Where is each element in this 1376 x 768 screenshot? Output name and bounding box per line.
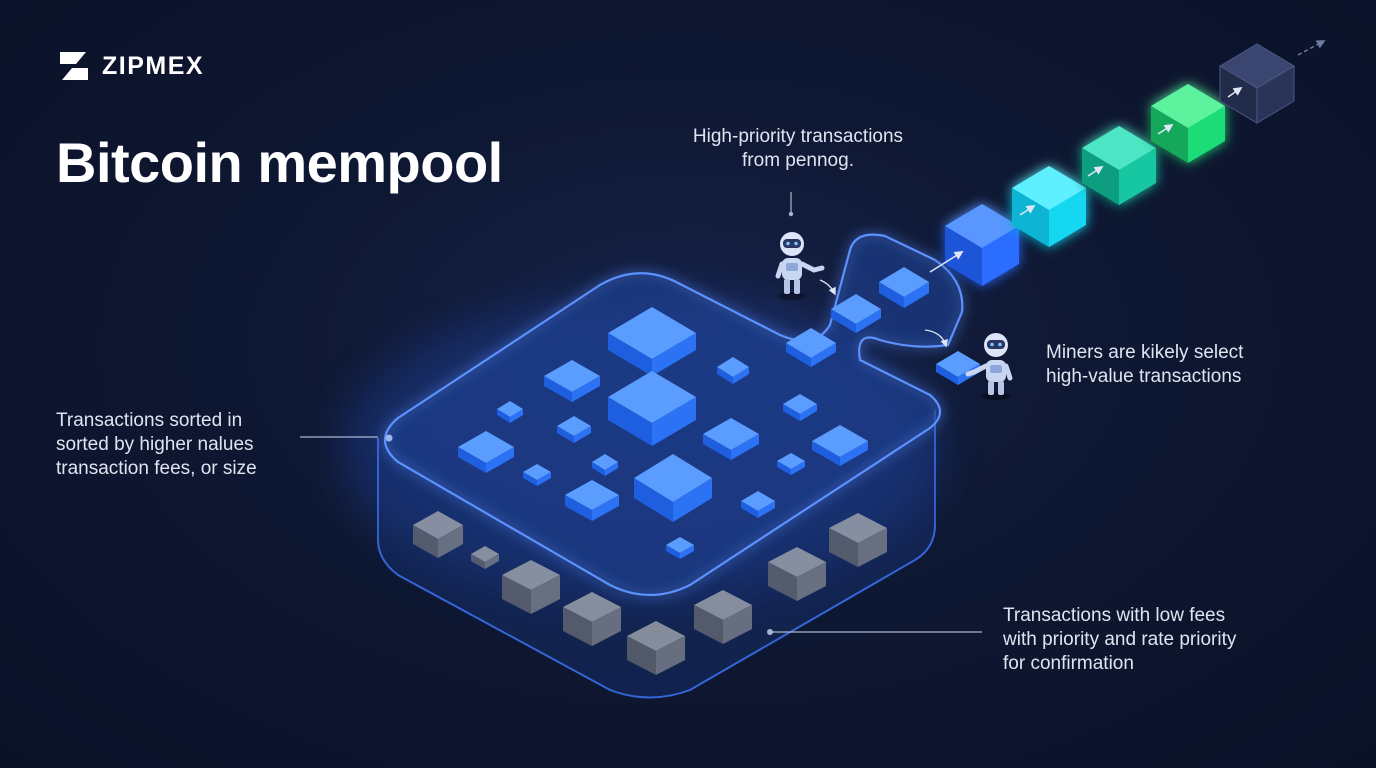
tx-cube-low-fee	[694, 590, 752, 644]
tx-cube	[592, 454, 618, 476]
arrow-icon	[1227, 86, 1243, 98]
tx-cube	[557, 416, 591, 443]
tx-cube	[786, 328, 836, 367]
block-pending	[1219, 43, 1295, 124]
callout-low-fees: Transactions with low fees with priority…	[1003, 604, 1236, 676]
callout-line: from pennog.	[742, 150, 854, 171]
tx-cube	[523, 464, 551, 486]
tx-cube	[634, 454, 712, 522]
tx-cube	[703, 418, 759, 460]
miner-robot-icon	[965, 333, 1013, 400]
zipmex-logo-icon	[60, 52, 88, 80]
mempool-container-side	[378, 410, 935, 698]
callout-high-priority: High-priority transactions from pennog.	[648, 125, 948, 173]
tx-cube-low-fee	[502, 560, 560, 614]
tx-cube-low-fee	[768, 547, 826, 601]
callout-line: High-priority transactions	[692, 126, 904, 147]
tx-cube	[565, 480, 619, 521]
callout-sorted: Transactions sorted in sorted by higher …	[56, 409, 257, 481]
arrow-icon	[1019, 205, 1036, 216]
arrow-icon	[929, 251, 964, 273]
low-fee-transactions	[413, 511, 887, 675]
tx-cube	[717, 357, 749, 384]
brand-logo[interactable]: ZIPMEX	[56, 48, 204, 84]
tx-cube-low-fee	[563, 592, 621, 646]
blockchain	[929, 40, 1326, 286]
tx-cube	[879, 267, 929, 308]
brand-name: ZIPMEX	[102, 51, 205, 80]
high-fee-transactions	[458, 267, 980, 559]
tx-cube	[608, 307, 696, 376]
callout-line: with priority and rate priority	[1003, 629, 1237, 650]
block-confirmed	[1012, 166, 1086, 247]
page-title: Bitcoin mempool	[56, 131, 503, 194]
callout-miners: Miners are kikely select high-value tran…	[1046, 341, 1243, 389]
callout-line: Transactions sorted in	[56, 410, 243, 431]
tx-cube-low-fee	[471, 546, 499, 569]
tx-cube	[741, 491, 775, 518]
miner-robot-icon	[775, 232, 825, 300]
block-confirmed	[1151, 84, 1225, 163]
mempool-container-bottom-edge	[377, 524, 936, 699]
tx-cube	[608, 371, 696, 446]
tx-cube-low-fee	[829, 513, 887, 567]
arrow-icon	[1087, 166, 1104, 177]
tx-cube	[831, 294, 881, 333]
arrow-icon	[1157, 124, 1174, 135]
block-confirmed	[945, 204, 1019, 286]
block-confirmed	[1082, 126, 1156, 205]
tx-cube	[497, 401, 523, 423]
tx-cube	[544, 360, 600, 402]
tx-cube-low-fee	[413, 511, 463, 558]
tx-cube	[936, 351, 980, 385]
callout-line: sorted by higher nalues	[56, 434, 254, 455]
callout-line: transaction fees, or size	[56, 458, 257, 479]
callout-line: high-value transactions	[1046, 366, 1242, 387]
callout-line: for confirmation	[1003, 653, 1134, 674]
tx-cube	[666, 537, 694, 559]
tx-cube	[458, 431, 514, 473]
tx-cube	[812, 425, 868, 466]
tx-cube	[777, 453, 805, 475]
tx-cube	[783, 394, 817, 421]
callout-line: Miners are kikely select	[1046, 342, 1244, 363]
arrow-icon	[1297, 40, 1326, 56]
tx-cube-low-fee	[627, 621, 685, 675]
callout-line: Transactions with low fees	[1003, 605, 1226, 626]
